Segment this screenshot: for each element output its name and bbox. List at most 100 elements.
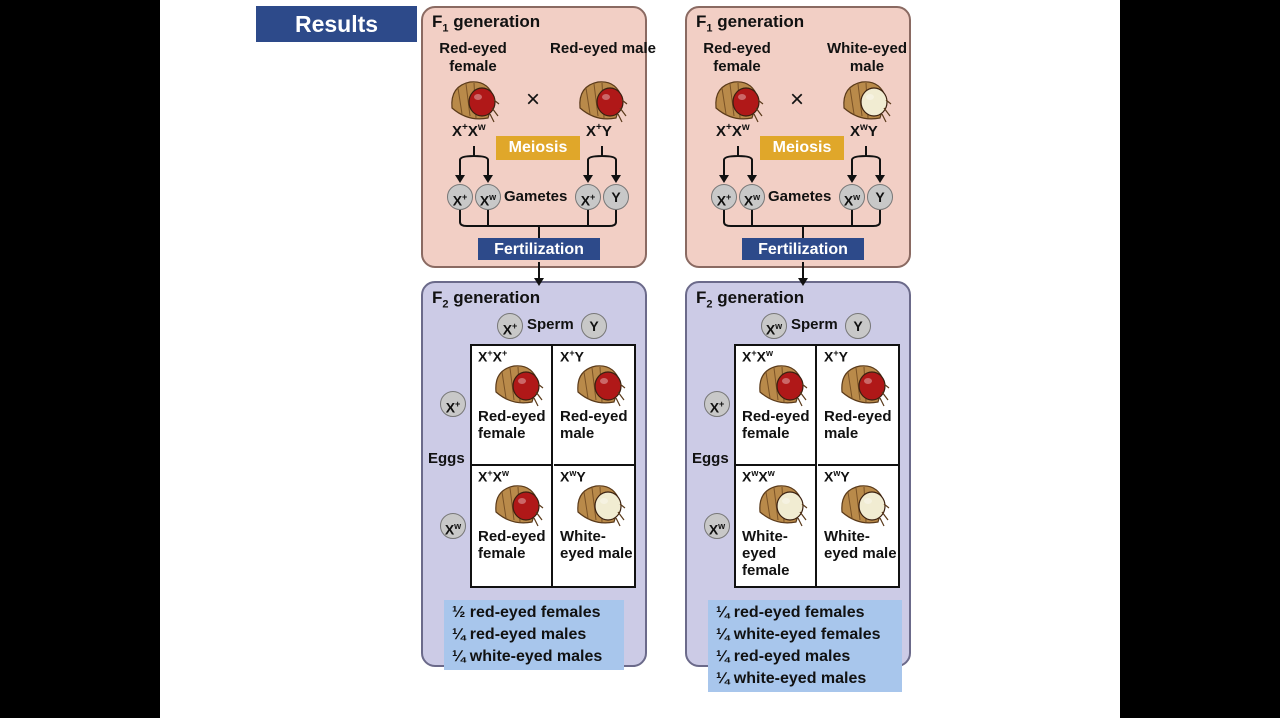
cg1-sup: + bbox=[487, 348, 493, 358]
egg-0-left-sup: + bbox=[455, 399, 461, 409]
cross-symbol-right: × bbox=[790, 86, 805, 113]
f1-female-split-left bbox=[459, 146, 489, 178]
cell-genotype-right-1: X+Y bbox=[824, 348, 848, 365]
cg2-base: Y bbox=[576, 468, 586, 485]
fg-a-base: X bbox=[452, 123, 463, 140]
female-fly-icon-right bbox=[715, 81, 764, 123]
sperm-1-left-base: Y bbox=[589, 318, 599, 334]
cg1-base: X bbox=[560, 468, 570, 485]
punnett-cell-right-1: X+Y Red-eyed male bbox=[818, 346, 899, 466]
f2-title-left: F2 generation bbox=[432, 288, 540, 310]
mg-b-base: Y bbox=[867, 123, 878, 140]
mg-a-base: X bbox=[850, 123, 861, 140]
gamete-right-1: Xw bbox=[739, 184, 765, 210]
eggs-label-left: Eggs bbox=[428, 450, 465, 467]
arrow-g1-right bbox=[747, 175, 757, 183]
gamete-left-0: X+ bbox=[447, 184, 473, 210]
cg1-base: X bbox=[478, 348, 488, 365]
f1-title-sub: 1 bbox=[706, 22, 713, 35]
f1-title-rest: generation bbox=[448, 12, 541, 31]
gamete-left-1-sup: w bbox=[489, 192, 497, 202]
arrow-g0-left bbox=[455, 175, 465, 183]
cell-genotype-left-3: XwY bbox=[560, 468, 586, 485]
f1-title-right: F1 generation bbox=[696, 12, 804, 34]
female-genotype-right: X+Xw bbox=[716, 122, 750, 140]
fertilization-label-left: Fertilization bbox=[478, 238, 600, 260]
cg2-sup: w bbox=[767, 468, 775, 478]
arrow-g0-right bbox=[719, 175, 729, 183]
egg-0-right-sup: + bbox=[719, 399, 725, 409]
sperm-label-left: Sperm bbox=[527, 316, 574, 333]
egg-1-left: Xw bbox=[440, 513, 466, 539]
cell-genotype-left-0: X+X+ bbox=[478, 348, 507, 365]
punnett-cell-left-3: XwY White-eyed male bbox=[554, 466, 635, 586]
egg-1-right-sup: w bbox=[718, 521, 726, 531]
f1-female-split-right bbox=[723, 146, 753, 178]
result-line-right-1: ¼ white-eyed females bbox=[716, 626, 881, 643]
cell-fly-icon-left-1 bbox=[577, 365, 626, 407]
f2-title-sub: 2 bbox=[442, 298, 449, 311]
fg-b-sup: w bbox=[741, 122, 750, 133]
male-genotype-right: XwY bbox=[850, 122, 878, 140]
results-header: Results bbox=[256, 6, 417, 42]
fg-a-sup: + bbox=[726, 122, 732, 133]
cell-phenotype-right-1: Red-eyed male bbox=[824, 408, 892, 442]
f1-male-split-left bbox=[587, 146, 617, 178]
cg2-base: Y bbox=[574, 348, 584, 365]
cell-genotype-right-3: XwY bbox=[824, 468, 850, 485]
arrow-g3-left bbox=[611, 175, 621, 183]
f1-male-split-right bbox=[851, 146, 881, 178]
cg2-base: X bbox=[492, 348, 502, 365]
cg2-sup: + bbox=[501, 348, 508, 358]
mg-b-base: Y bbox=[601, 123, 612, 140]
f2-title-letter: F bbox=[696, 288, 707, 307]
gamete-right-1-sup: w bbox=[753, 192, 761, 202]
cg1-sup: w bbox=[569, 468, 577, 478]
female-parent-label-left: Red-eyed female bbox=[439, 40, 507, 75]
gamete-left-2-sup: + bbox=[590, 192, 596, 202]
gamete-left-2-base: X bbox=[580, 192, 591, 209]
egg-0-left-base: X bbox=[445, 399, 456, 416]
fg-b-sup: w bbox=[477, 122, 486, 133]
gamete-left-1-base: X bbox=[479, 192, 490, 209]
sperm-1-right: Y bbox=[845, 313, 871, 339]
cell-phenotype-left-3: White-eyed male bbox=[560, 528, 633, 562]
f1-title-letter: F bbox=[432, 12, 443, 31]
result-line-left-1: ¼ red-eyed males bbox=[452, 626, 587, 643]
eggs-label-right: Eggs bbox=[692, 450, 729, 467]
gamete-left-3: Y bbox=[603, 184, 629, 210]
cell-fly-icon-right-3 bbox=[841, 485, 890, 527]
sperm-label-right: Sperm bbox=[791, 316, 838, 333]
male-genotype-left: X+Y bbox=[586, 122, 612, 140]
gamete-right-2-sup: w bbox=[853, 192, 861, 202]
cg1-base: X bbox=[824, 348, 834, 365]
result-line-right-0: ¼ red-eyed females bbox=[716, 604, 865, 621]
cell-genotype-left-2: X+Xw bbox=[478, 468, 509, 485]
cg2-base: X bbox=[756, 348, 766, 365]
gamete-left-2: X+ bbox=[575, 184, 601, 210]
cg1-sup: + bbox=[833, 348, 839, 358]
mg-a-base: X bbox=[586, 123, 597, 140]
cg1-sup: w bbox=[833, 468, 841, 478]
cell-phenotype-left-2: Red-eyed female bbox=[478, 528, 546, 562]
sperm-0-right-sup: w bbox=[775, 321, 783, 331]
female-fly-icon-left bbox=[451, 81, 500, 123]
f1-title-rest: generation bbox=[712, 12, 805, 31]
egg-0-left: X+ bbox=[440, 391, 466, 417]
gametes-label-right: Gametes bbox=[768, 188, 832, 205]
gamete-right-1-base: X bbox=[743, 192, 754, 209]
gamete-left-3-base: Y bbox=[611, 189, 621, 205]
cg1-sup: + bbox=[487, 468, 493, 478]
gamete-right-2: Xw bbox=[839, 184, 865, 210]
cg1-base: X bbox=[742, 348, 752, 365]
meiosis-label-right: Meiosis bbox=[760, 136, 844, 160]
meiosis-label-left: Meiosis bbox=[496, 136, 580, 160]
egg-1-left-sup: w bbox=[454, 521, 462, 531]
fert-arrow-left bbox=[534, 278, 544, 286]
